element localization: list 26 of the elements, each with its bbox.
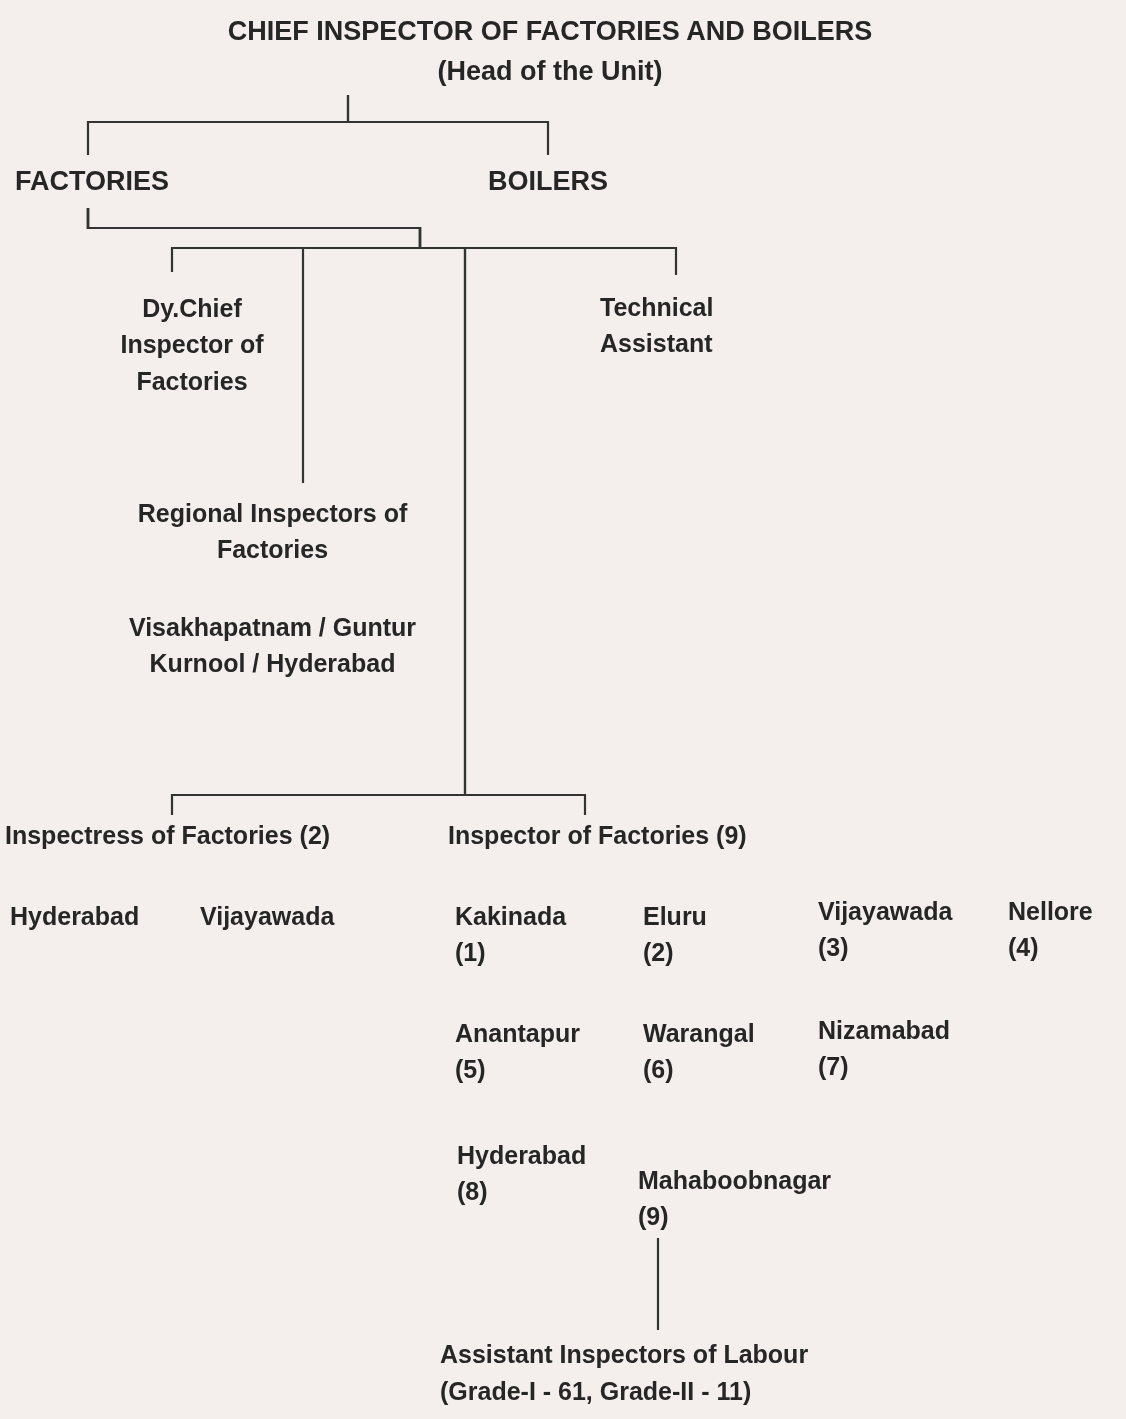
node-text: Mahaboobnagar (9) xyxy=(638,1164,832,1232)
node-text: Technical Assistant xyxy=(600,291,715,359)
location-label: Nizamabad (7) xyxy=(818,1015,950,1083)
location-label: Vijayawada xyxy=(200,901,335,932)
location-label: Vijayawada (3) xyxy=(818,896,953,964)
location-label: Kakinada (1) xyxy=(455,901,567,969)
connector-line xyxy=(86,208,587,815)
location-label: Hyderabad xyxy=(10,901,140,932)
location-label: Eluru (2) xyxy=(643,901,707,969)
node-text: BOILERS xyxy=(488,164,608,198)
location-label: Anantapur (5) xyxy=(455,1018,580,1086)
node-text: (Grade-I - 61, Grade-II - 11) xyxy=(440,1375,752,1407)
location-label: Warangal (6) xyxy=(643,1018,755,1086)
node-text: Inspector of Factories (9) xyxy=(448,819,747,851)
node-text: Dy.Chief Inspector of Factories xyxy=(119,293,265,397)
location-label: Nellore (4) xyxy=(1008,896,1093,964)
node-text: Visakhapatnam / Guntur Kurnool / Hyderabad xyxy=(127,611,418,679)
node-text: (Head of the Unit) xyxy=(437,54,663,88)
node-text: FACTORIES xyxy=(15,164,170,198)
connector-line xyxy=(656,1238,660,1330)
node-text: Assistant Inspectors of Labour xyxy=(440,1339,809,1371)
node-text: Regional Inspectors of Factories xyxy=(136,498,409,566)
location-label: Hyderabad (8) xyxy=(457,1140,587,1208)
node-text: CHIEF INSPECTOR OF FACTORIES AND BOILERS xyxy=(227,15,873,49)
connector-line xyxy=(346,95,550,155)
node-text: Inspectress of Factories (2) xyxy=(5,819,331,851)
